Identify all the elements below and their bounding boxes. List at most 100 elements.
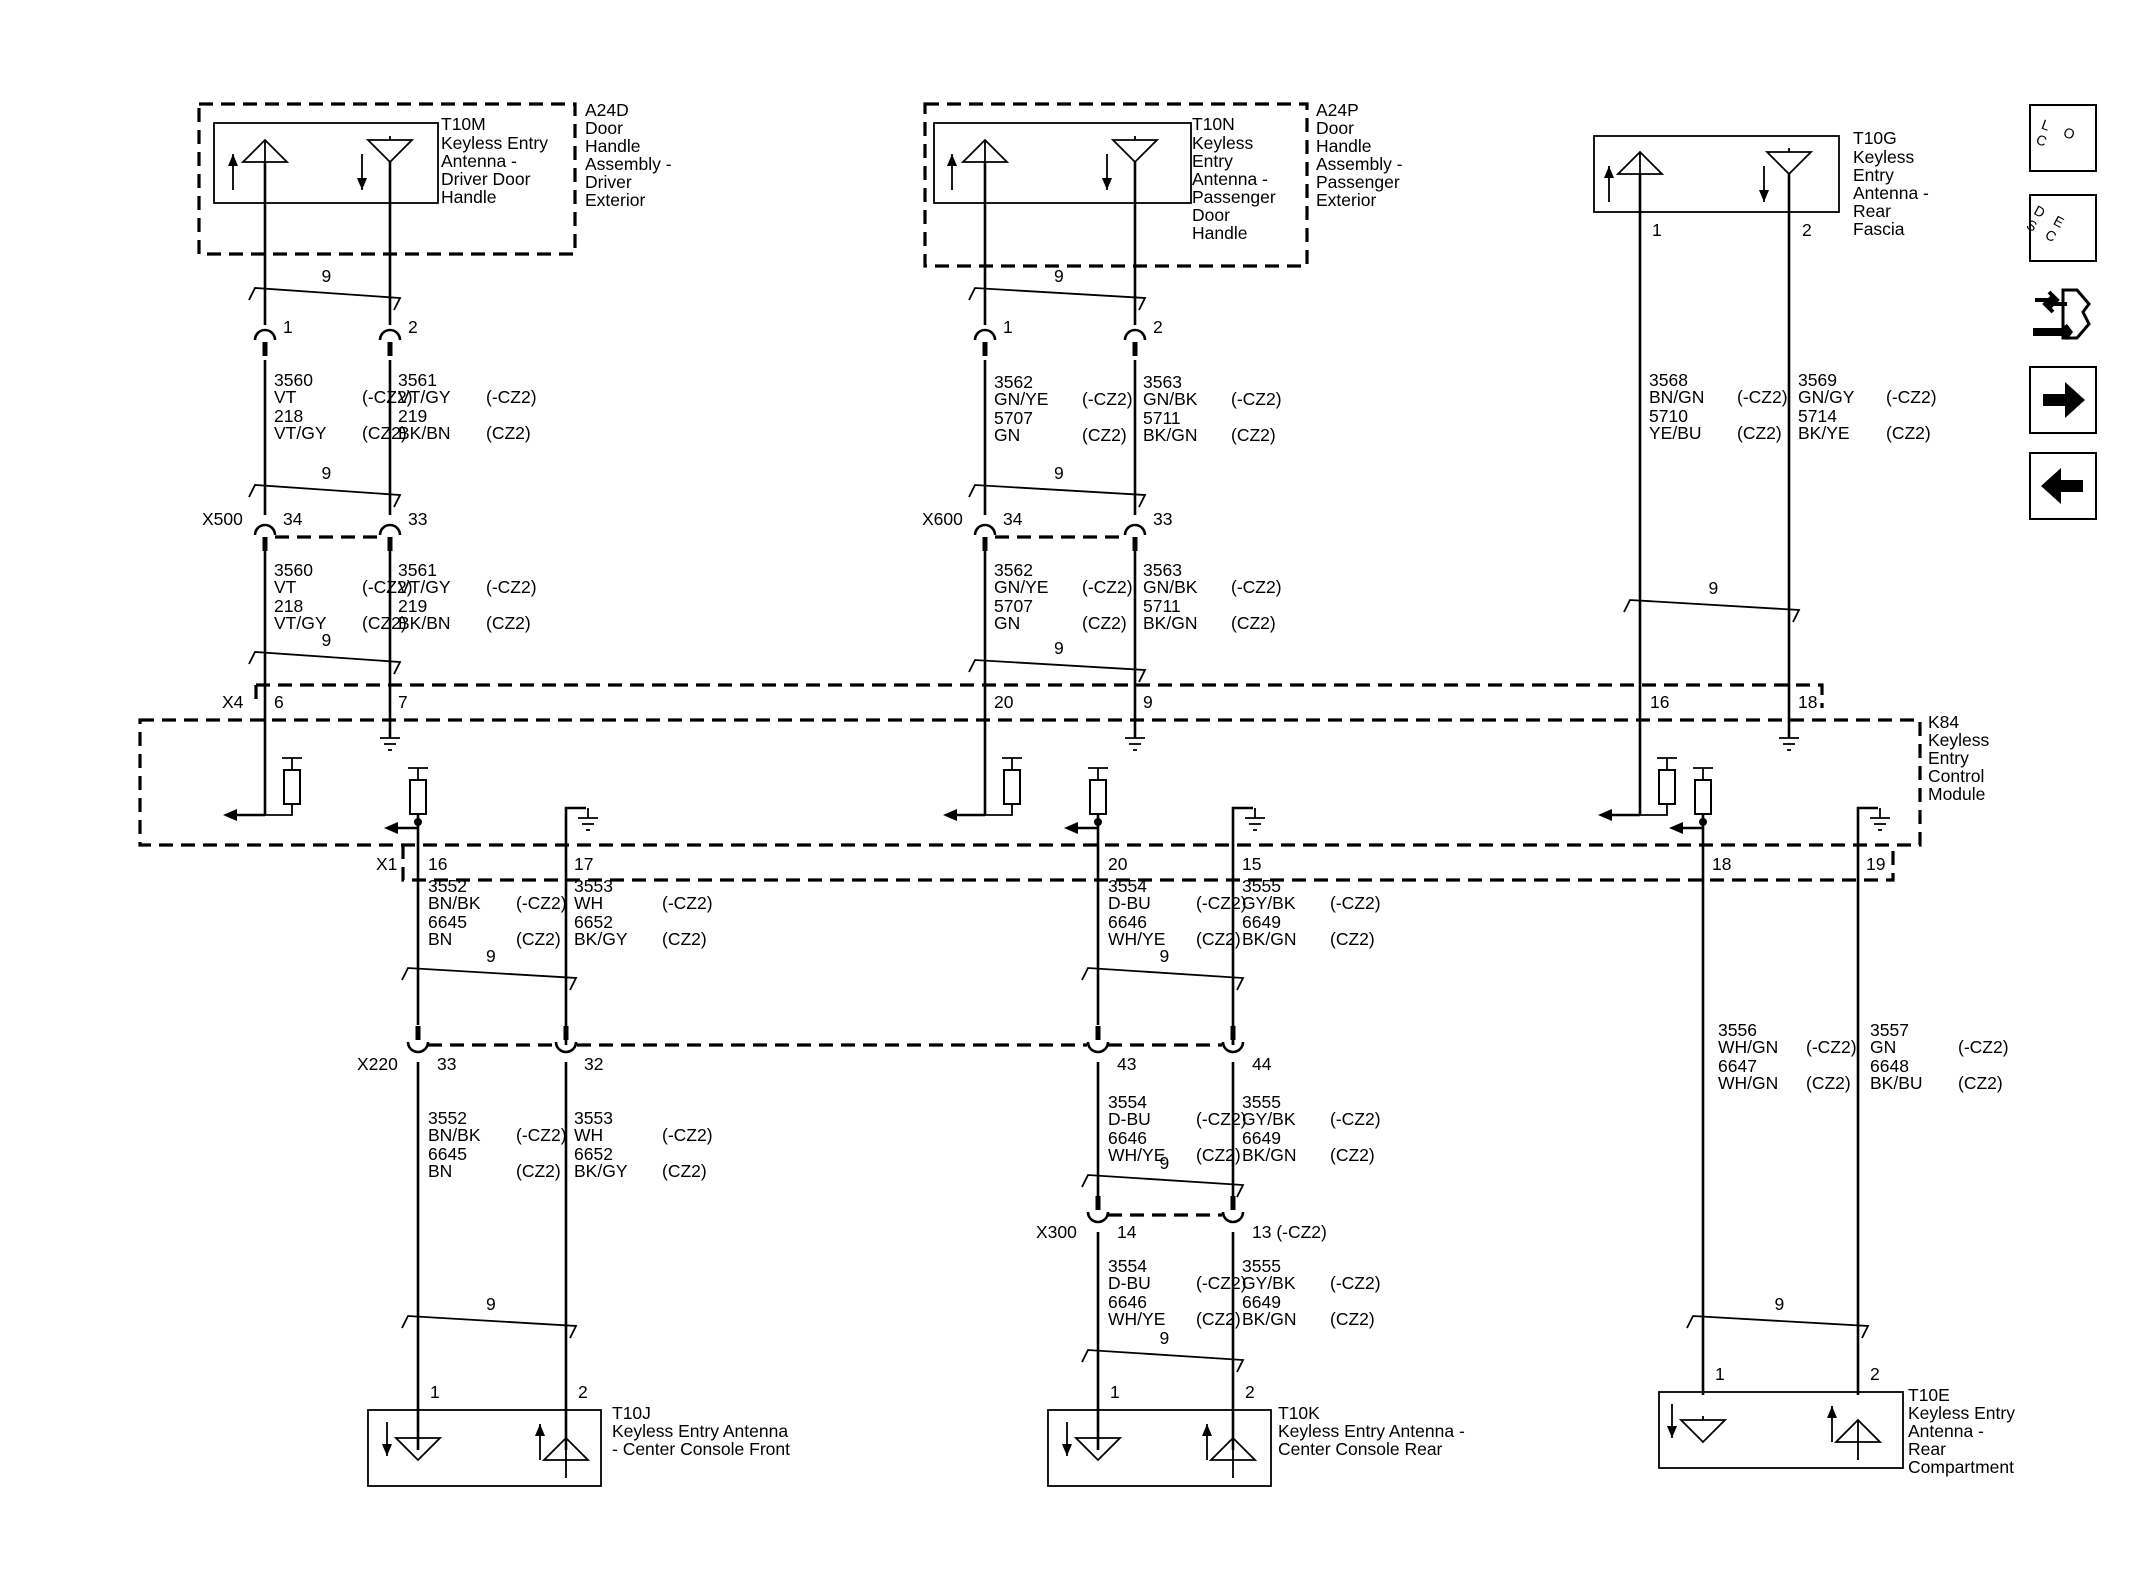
- wire-label-circuit: 6646: [1108, 1292, 1147, 1312]
- antenna-down-icon: [1764, 148, 1814, 176]
- pin-label: 1: [1110, 1382, 1120, 1402]
- wire-label-color: BN: [428, 929, 452, 949]
- wire-label-option: (-CZ2): [362, 387, 413, 407]
- t10n-ref: T10N: [1192, 114, 1235, 134]
- wire-label-color: GN: [1870, 1037, 1896, 1057]
- twisted-pair-marker: [1081, 1174, 1245, 1198]
- signal-arrow-icon-head: [357, 178, 367, 190]
- previous-page-button[interactable]: [2029, 452, 2097, 520]
- wire-label-option: (-CZ2): [1806, 1037, 1857, 1057]
- next-page-button[interactable]: [2029, 366, 2097, 434]
- pin-label: 33: [437, 1054, 456, 1074]
- connector-cavity: [378, 523, 402, 536]
- wire-label-circuit: 6645: [428, 912, 467, 932]
- t10j-description: T10J: [612, 1403, 651, 1423]
- x1-label: X1: [376, 854, 397, 874]
- desc-button-label: D E S C: [2023, 202, 2071, 247]
- twisted-pair-marker: [1081, 1349, 1245, 1373]
- a24d-description: Assembly -: [585, 154, 672, 174]
- k84-description: Entry: [1928, 748, 1969, 768]
- t10n-description: Entry: [1192, 151, 1233, 171]
- connector-cavity-pin: [387, 537, 393, 551]
- wire-label-circuit: 3556: [1718, 1020, 1757, 1040]
- t10m-antenna-box: [213, 122, 439, 204]
- wire-label-circuit: 3560: [274, 370, 313, 390]
- t10g-description: Keyless: [1853, 147, 1915, 167]
- wire-label-option: (CZ2): [1737, 423, 1782, 443]
- wire-label-color: GN/YE: [994, 389, 1048, 409]
- pullup-resistor: [1694, 779, 1712, 815]
- wire-label-circuit: 3553: [574, 876, 613, 896]
- receiver-arrow-icon: [1064, 822, 1078, 834]
- arrow-left-icon: [2041, 468, 2083, 504]
- twisted-pair-marker-label: 9: [1054, 463, 1064, 483]
- a24p-assembly-box: [923, 102, 1309, 268]
- connector-cavity: [1221, 1211, 1245, 1224]
- connector-cavity: [1123, 328, 1147, 341]
- wire-label-circuit: 3563: [1143, 372, 1182, 392]
- connector-cavity-pin: [982, 537, 988, 551]
- wire-label-color: GN: [994, 425, 1020, 445]
- receiver-arrow-icon: [1598, 809, 1612, 821]
- pin-label: 1: [1003, 317, 1013, 337]
- k84-description: Module: [1928, 784, 1985, 804]
- wire-label-option: (-CZ2): [516, 1125, 567, 1145]
- wire-label-circuit: 5714: [1798, 406, 1837, 426]
- wire-label-option: (CZ2): [1082, 425, 1127, 445]
- pullup-resistor: [1089, 779, 1107, 815]
- signal-arrow-icon-head: [382, 1444, 392, 1456]
- t10j-antenna-box: [367, 1409, 602, 1487]
- connector-cavity-pin: [1095, 1026, 1101, 1040]
- t10m-description: Antenna -: [441, 151, 517, 171]
- twisted-pair-marker: [401, 967, 578, 991]
- a24d-assembly-box: [197, 102, 577, 256]
- antenna-down-icon: [1110, 136, 1160, 164]
- wire-label-circuit: 5707: [994, 408, 1033, 428]
- t10n-description: Passenger: [1192, 187, 1276, 207]
- wire-label-option: (CZ2): [1231, 613, 1276, 633]
- circuit-wire: [1231, 806, 1253, 1045]
- desc-button[interactable]: D E S C: [2024, 194, 2097, 262]
- signal-arrow-icon-head: [1827, 1406, 1837, 1418]
- twisted-pair-marker-label: 9: [486, 946, 496, 966]
- signal-arrow-icon-head: [1759, 190, 1769, 202]
- wire-label-color: D-BU: [1108, 893, 1151, 913]
- wire-label-option: (CZ2): [516, 1161, 561, 1181]
- receiver-arrow-icon: [223, 809, 237, 821]
- wire-label-color: BN/BK: [428, 1125, 481, 1145]
- wire-label-circuit: 6649: [1242, 1128, 1281, 1148]
- pin-label: 16: [428, 854, 447, 874]
- wire-label-option: (CZ2): [1886, 423, 1931, 443]
- wire-label-color: GN: [994, 613, 1020, 633]
- t10k-description: Center Console Rear: [1278, 1439, 1443, 1459]
- pin-label: 32: [584, 1054, 603, 1074]
- connector-cavity: [1123, 523, 1147, 536]
- loc-button[interactable]: L O C: [2029, 104, 2097, 172]
- pin-label: 9: [1143, 692, 1153, 712]
- signal-arrow-icon-head: [1062, 1444, 1072, 1456]
- connector-cavity-pin: [415, 1026, 421, 1040]
- wire-label-option: (CZ2): [516, 929, 561, 949]
- wire-label-color: GY/BK: [1242, 893, 1296, 913]
- twisted-pair-marker: [248, 651, 402, 675]
- wire-label-color: BK/GY: [574, 929, 628, 949]
- pin-label: 2: [1870, 1364, 1880, 1384]
- wire-label-option: (-CZ2): [1330, 1273, 1381, 1293]
- wire-label-option: (-CZ2): [1737, 387, 1788, 407]
- wire-label-color: BK/BN: [398, 423, 451, 443]
- t10m-description: Driver Door: [441, 169, 531, 189]
- circuit-wire: [1856, 806, 1878, 1045]
- wire-label-circuit: 219: [398, 596, 427, 616]
- wire-label-circuit: 3569: [1798, 370, 1837, 390]
- t10g-description: Fascia: [1853, 219, 1905, 239]
- t10e-description: Keyless Entry: [1908, 1403, 2015, 1423]
- wire-label-color: BK/GN: [1242, 1145, 1296, 1165]
- t10m-description: Handle: [441, 187, 496, 207]
- wire-label-color: WH: [574, 893, 603, 913]
- wire-label-option: (CZ2): [1330, 1145, 1375, 1165]
- wire-label-color: WH/YE: [1108, 1145, 1165, 1165]
- t10n-antenna-box: [933, 122, 1192, 204]
- connector-repair-button[interactable]: [2027, 280, 2097, 350]
- x1-connector-outline: [401, 845, 1895, 882]
- pin-label: 33: [408, 509, 427, 529]
